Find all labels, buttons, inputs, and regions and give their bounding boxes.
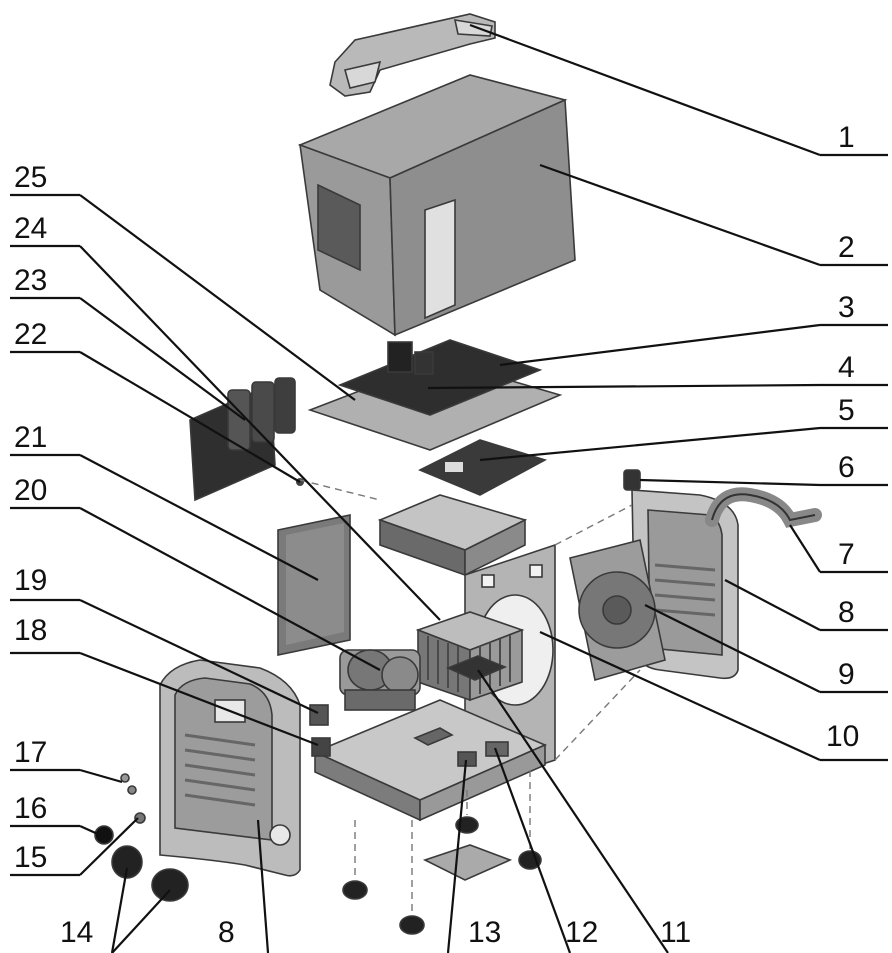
part-side-board (189, 377, 304, 502)
callouts: 1 2 3 4 5 6 7 8 9 10 11 12 13 (10, 23, 888, 953)
part-top-cover (297, 74, 576, 337)
callout-label: 3 (838, 291, 855, 324)
callout-label: 13 (468, 916, 501, 949)
callout-label: 8 (218, 916, 235, 949)
callout-label: 10 (826, 720, 859, 753)
part-base-plate (313, 699, 548, 822)
assembly-guides (299, 479, 641, 915)
part-insulation-sheet (277, 514, 351, 656)
callout-label: 15 (14, 841, 47, 874)
callout-label: 5 (838, 394, 855, 427)
callout-label: 1 (838, 121, 855, 154)
callout-label: 11 (660, 916, 691, 949)
part-handle (329, 13, 496, 97)
part-lower-pcb (418, 439, 548, 496)
part-feet (342, 816, 542, 935)
part-transformer (339, 649, 421, 711)
part-switch (623, 469, 641, 491)
callout-label: 7 (838, 538, 855, 571)
part-bracket (309, 704, 331, 757)
part-knobs (94, 773, 189, 902)
cover-vent-right (424, 198, 456, 320)
part-pcb-tray (307, 339, 563, 451)
callout-label: 25 (14, 161, 47, 194)
callout-label: 2 (838, 231, 855, 264)
callout-label: 12 (565, 916, 598, 949)
cover-vent-left (317, 183, 361, 272)
part-small-board (445, 655, 508, 681)
callout-label: 14 (60, 916, 93, 949)
callout-label: 17 (14, 736, 47, 769)
callout-label: 4 (838, 351, 855, 384)
callout-label: 16 (14, 792, 47, 825)
parts (94, 13, 822, 935)
callout-label: 24 (14, 212, 47, 245)
callout-label: 18 (14, 614, 47, 647)
part-heatsink-upper (377, 494, 528, 577)
callout-label: 8 (838, 596, 855, 629)
part-fan (569, 539, 666, 682)
part-power-cable (705, 487, 822, 528)
callout-label: 19 (14, 564, 47, 597)
callout-label: 6 (838, 451, 855, 484)
callout-label: 23 (14, 264, 47, 297)
part-heatsink-lower (415, 611, 525, 702)
callout-label: 22 (14, 318, 47, 351)
callout-label: 21 (14, 421, 47, 454)
callout-label: 9 (838, 658, 855, 691)
callout-label: 20 (14, 474, 47, 507)
